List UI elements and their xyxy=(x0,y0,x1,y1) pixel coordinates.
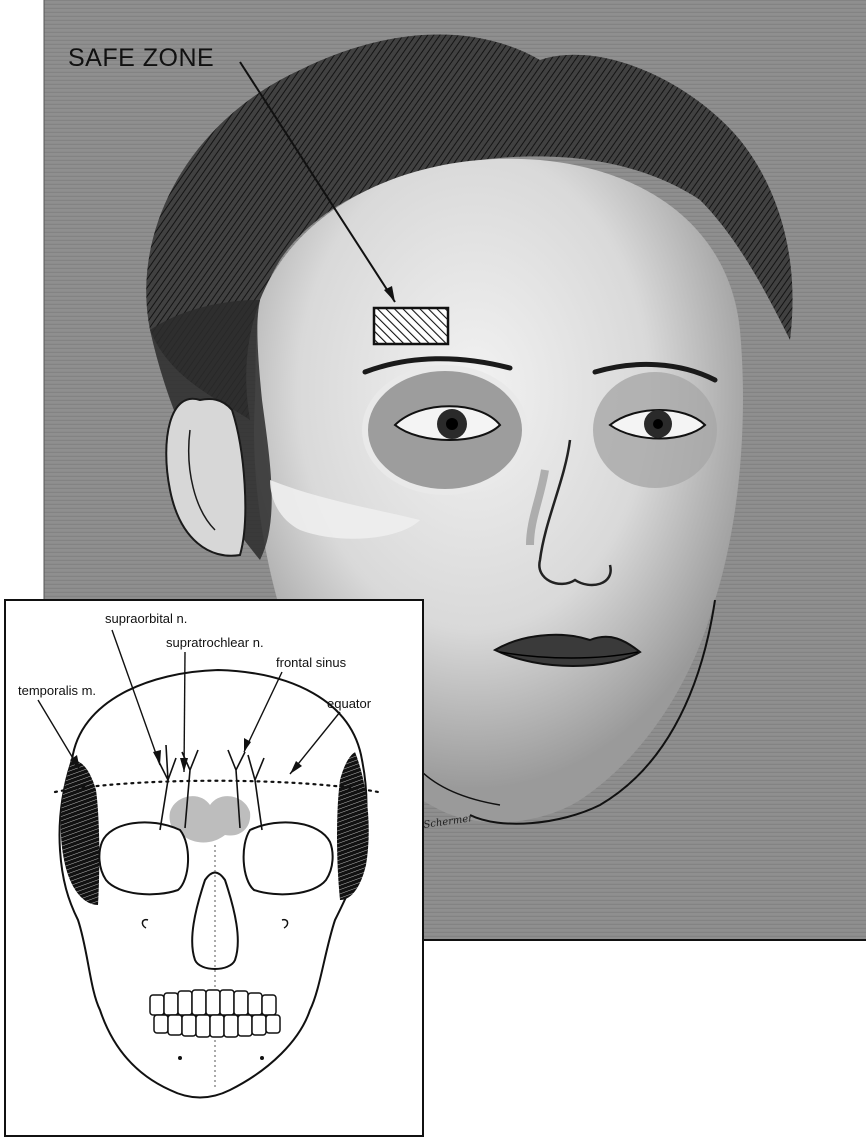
safe-zone-marker xyxy=(374,308,448,344)
skull-orbit-left xyxy=(99,822,188,894)
label-supratrochlear: supratrochlear n. xyxy=(166,635,264,650)
safe-zone-title: SAFE ZONE xyxy=(68,44,214,72)
label-frontal-sinus: frontal sinus xyxy=(276,655,347,670)
label-temporalis: temporalis m. xyxy=(18,683,96,698)
label-equator: equator xyxy=(327,696,372,711)
skull-orbit-right xyxy=(244,822,333,894)
label-supraorbital: supraorbital n. xyxy=(105,611,187,626)
teeth xyxy=(150,990,280,1037)
inset-skull-diagram: supraorbital n. supratrochlear n. fronta… xyxy=(5,600,423,1136)
